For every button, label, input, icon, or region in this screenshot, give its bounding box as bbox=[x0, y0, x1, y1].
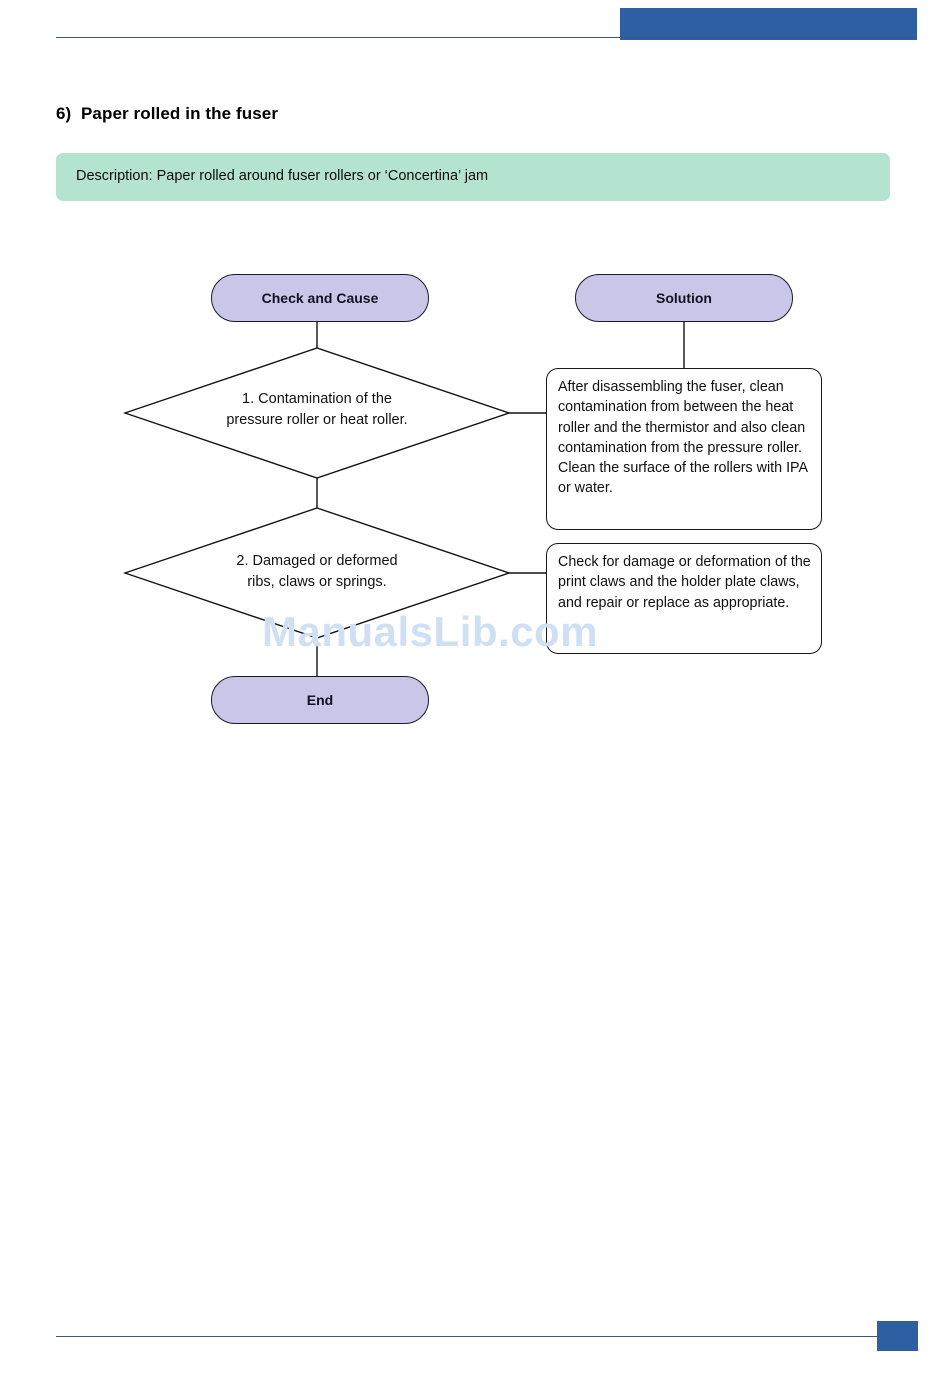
decision-1-line1: 1. Contamination of the bbox=[242, 391, 392, 407]
footer-blue-square bbox=[877, 1321, 918, 1351]
footer-rule bbox=[56, 1336, 880, 1337]
node-check-and-cause: Check and Cause bbox=[211, 274, 429, 322]
node-end-label: End bbox=[306, 692, 334, 708]
node-solution-header-label: Solution bbox=[656, 290, 712, 306]
solution-box-1: After disassembling the fuser, clean con… bbox=[546, 368, 822, 530]
description-text: Description: Paper rolled around fuser r… bbox=[76, 168, 489, 184]
flowchart: Check and Cause Solution 1. Contaminatio… bbox=[122, 274, 822, 724]
decision-2-label: 2. Damaged or deformed ribs, claws or sp… bbox=[147, 551, 487, 593]
solution-box-2: Check for damage or deformation of the p… bbox=[546, 543, 822, 654]
node-check-and-cause-label: Check and Cause bbox=[261, 290, 379, 306]
header-rule bbox=[56, 37, 917, 38]
header-blue-bar bbox=[620, 8, 917, 40]
decision-2-line2: ribs, claws or springs. bbox=[247, 574, 387, 591]
node-end: End bbox=[211, 676, 429, 724]
decision-1-line2: pressure roller or heat roller. bbox=[226, 412, 408, 429]
node-solution-header: Solution bbox=[575, 274, 793, 322]
flowchart-connectors bbox=[122, 322, 685, 676]
page-title: 6) Paper rolled in the fuser bbox=[56, 104, 279, 123]
decision-1-label: 1. Contamination of the pressure roller … bbox=[147, 389, 487, 431]
description-banner: Description: Paper rolled around fuser r… bbox=[56, 153, 890, 201]
decision-2-line1: 2. Damaged or deformed bbox=[236, 553, 398, 569]
